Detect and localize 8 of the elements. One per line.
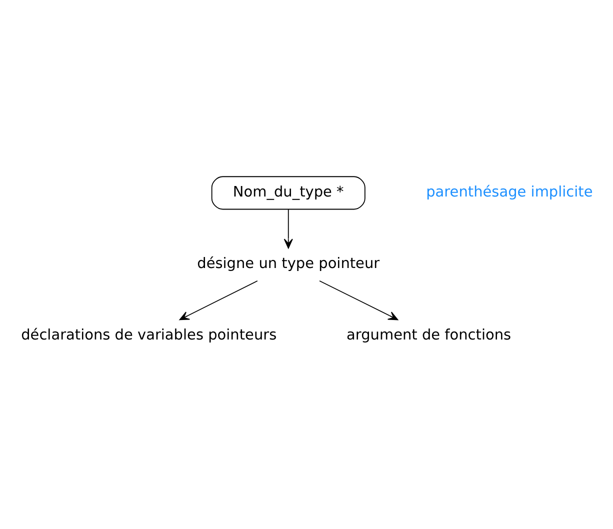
node-text: argument de fonctions (346, 328, 512, 344)
node-box: Nom_du_type * (211, 176, 366, 210)
node-text: désigne un type pointeur (197, 256, 380, 272)
arrow (179, 280, 258, 320)
arrow (284, 208, 293, 249)
node-text: déclarations de variables pointeurs (21, 328, 277, 344)
arrow (319, 280, 398, 320)
label: parenthésage implicite (426, 184, 593, 200)
